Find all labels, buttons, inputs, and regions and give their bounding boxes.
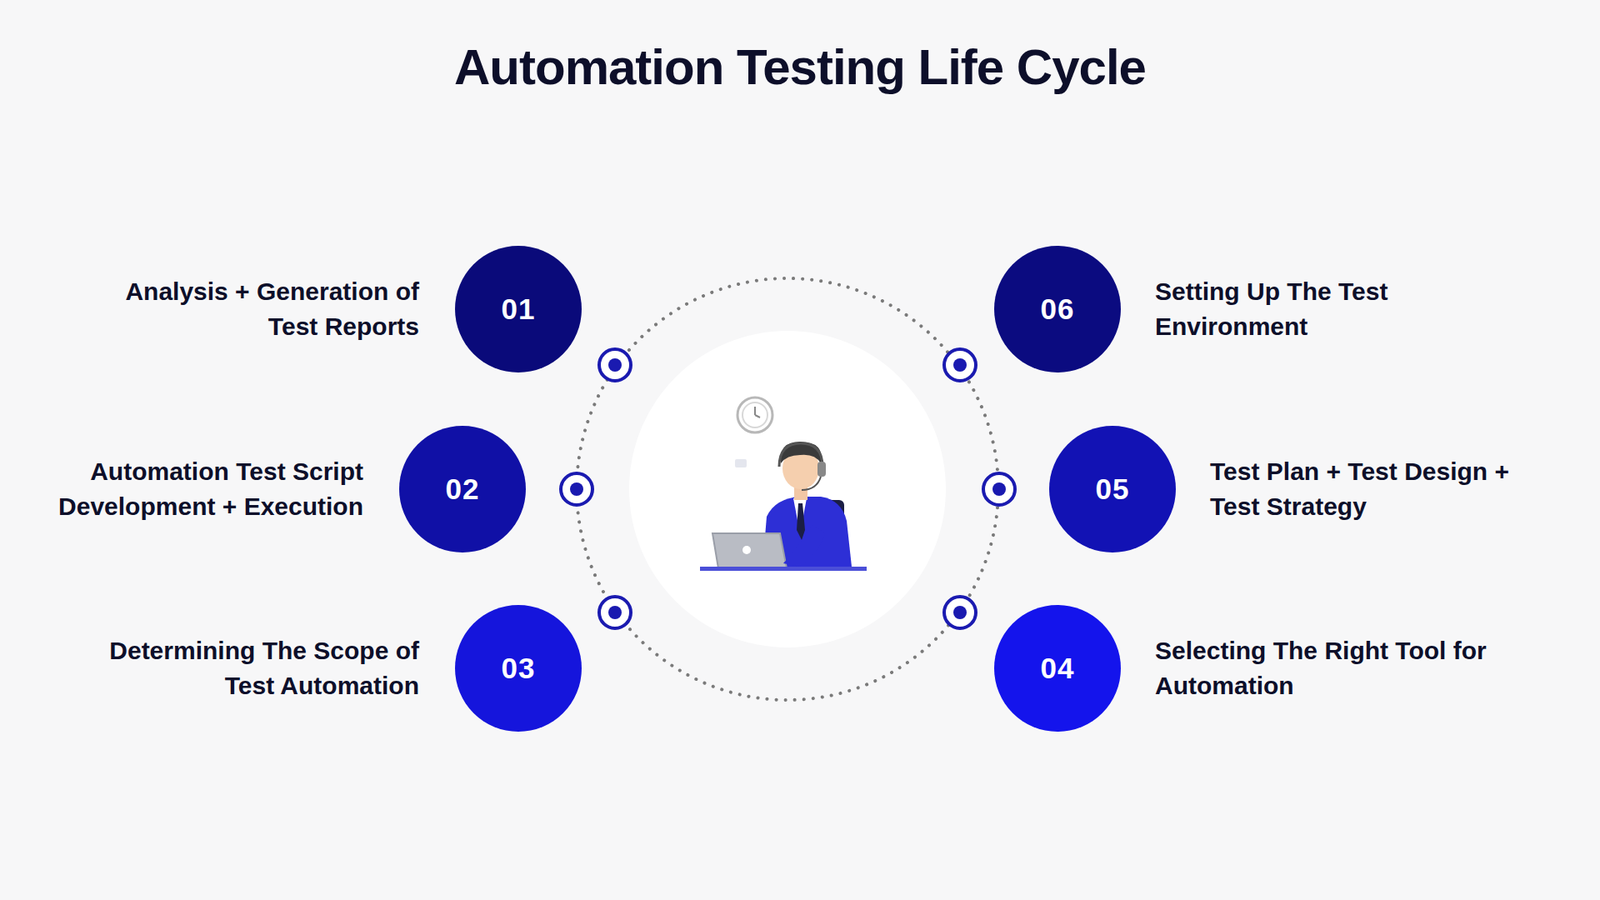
dotted-ring — [576, 278, 999, 700]
step-number: 04 — [1040, 651, 1075, 685]
diagram-title: Automation Testing Life Cycle — [0, 38, 1600, 96]
step-circle: 02Automation Test Script Development + E… — [399, 425, 526, 553]
step-circle: 06Setting Up The Test Environment — [994, 245, 1121, 373]
step-number: 03 — [501, 651, 536, 685]
center-disc — [629, 330, 946, 648]
step-number: 02 — [445, 472, 480, 506]
step-label: Determining The Scope of Test Automation — [60, 633, 420, 704]
step-number: 01 — [501, 292, 536, 326]
step-circle: 03Determining The Scope of Test Automati… — [455, 605, 582, 732]
step-label: Setting Up The Test Environment — [1155, 274, 1430, 345]
step-number: 06 — [1040, 292, 1075, 326]
step-number: 05 — [1095, 472, 1130, 506]
step-label: Selecting The Right Tool for Automation — [1155, 633, 1530, 704]
step-circle: 05Test Plan + Test Design + Test Strateg… — [1049, 425, 1176, 553]
step-circle: 04Selecting The Right Tool for Automatio… — [994, 605, 1121, 732]
step-label: Test Plan + Test Design + Test Strategy — [1210, 454, 1525, 525]
tester-illustration — [700, 397, 867, 571]
step-circle: 01Analysis + Generation of Test Reports — [455, 245, 582, 373]
target-markers — [560, 349, 1015, 629]
step-label: Analysis + Generation of Test Reports — [110, 274, 420, 345]
step-label: Automation Test Script Development + Exe… — [13, 454, 364, 525]
